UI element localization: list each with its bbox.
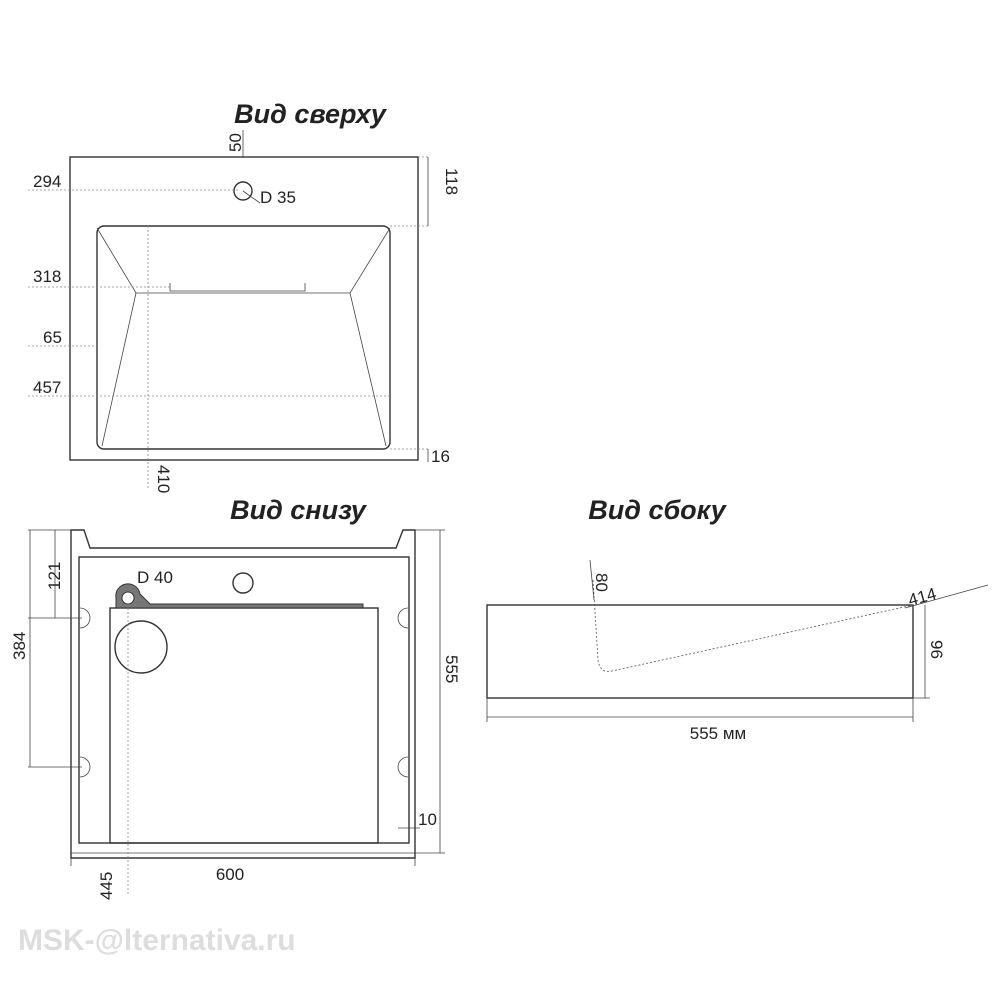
mount-notches — [79, 607, 409, 778]
bottom-view: Вид снизу D 40 121 384 555 10 600 445 — [10, 495, 461, 900]
top-view: Вид сверху D 35 50 294 118 318 65 457 41… — [28, 99, 461, 493]
basin-slopes — [96, 227, 391, 447]
dim-121: 121 — [45, 562, 64, 590]
dim-414: 414 — [906, 584, 938, 610]
bottom-view-title: Вид снизу — [230, 495, 368, 525]
dim-118: 118 — [442, 168, 461, 195]
top-view-title: Вид сверху — [234, 99, 388, 129]
dim-65: 65 — [43, 328, 62, 347]
dim-410: 410 — [154, 465, 173, 493]
top-outline — [69, 156, 419, 461]
dim-384: 384 — [10, 632, 29, 660]
watermark-logo: MSK-@lternativa.ru — [18, 924, 296, 957]
dim-457: 457 — [33, 378, 61, 397]
side-view: Вид сбоку 80 414 96 555 мм — [486, 495, 989, 743]
small-hole — [232, 572, 254, 594]
side-outline — [486, 604, 914, 699]
dim-d35: D 35 — [260, 188, 296, 207]
dim-555-bottom: 555 — [442, 655, 461, 683]
dim-555-side: 555 мм — [690, 724, 746, 743]
dim-10: 10 — [418, 810, 437, 829]
dim-445: 445 — [97, 872, 116, 900]
large-hole — [114, 620, 168, 674]
basin-outline — [96, 225, 391, 450]
bottom-outline — [70, 529, 416, 859]
dim-50: 50 — [226, 133, 245, 152]
dim-16: 16 — [431, 447, 450, 466]
dim-600: 600 — [216, 865, 244, 884]
basin-profile — [592, 579, 914, 672]
side-view-title: Вид сбоку — [588, 495, 727, 525]
watermark-text: MSK-@lternativa.ru — [18, 924, 296, 957]
panel — [109, 607, 379, 844]
dim-294: 294 — [33, 172, 61, 191]
dim-d40: D 40 — [137, 568, 173, 587]
faucet-hole — [233, 181, 253, 201]
drain-pipe — [115, 583, 364, 609]
dim-80: 80 — [592, 573, 611, 592]
dim-318: 318 — [33, 267, 61, 286]
dim-96: 96 — [927, 640, 946, 659]
drain-slot — [169, 283, 306, 292]
